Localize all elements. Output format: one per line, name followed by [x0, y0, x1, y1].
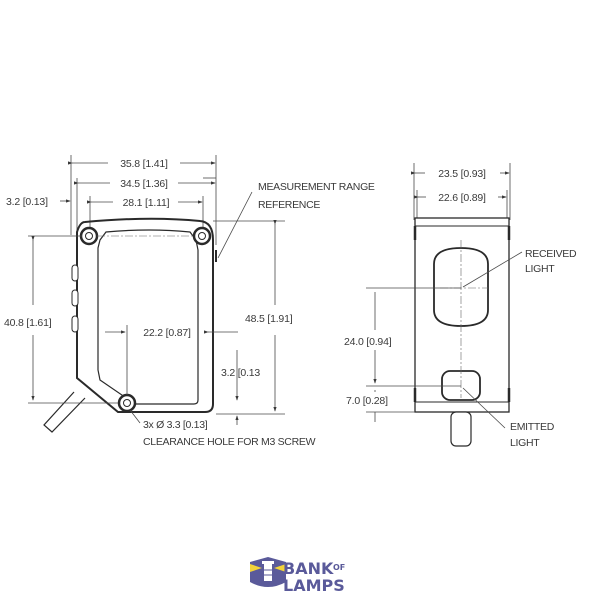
- dim-emitter-height: 7.0 [0.28]: [346, 395, 388, 407]
- bank-of-lamps-logo: BANK OF LAMPS: [250, 557, 345, 595]
- lighthouse-icon: [250, 557, 286, 587]
- mounting-hole-top-left: [79, 226, 99, 246]
- label-hole-diameter: 3x Ø 3.3 [0.13]: [143, 419, 208, 431]
- label-measurement-range: MEASUREMENT RANGE: [258, 181, 375, 193]
- dim-side-overall-width: 23.5 [0.93]: [438, 168, 486, 180]
- left-view: 35.8 [1.41] 34.5 [1.36] 28.1 [1.11] 3.2 …: [4, 155, 375, 448]
- dim-optics-spacing: 24.0 [0.94]: [344, 336, 392, 348]
- label-received: RECEIVED: [525, 248, 577, 260]
- label-emitted-light: LIGHT: [510, 437, 540, 449]
- dim-overall-width: 35.8 [1.41]: [120, 158, 168, 170]
- dim-side-body-width: 22.6 [0.89]: [438, 192, 486, 204]
- dim-hole-spacing-top: 28.1 [1.11]: [123, 197, 170, 209]
- label-emitted: EMITTED: [510, 421, 555, 433]
- logo-lamps: LAMPS: [283, 576, 345, 595]
- dim-overall-height: 48.5 [1.91]: [245, 313, 293, 325]
- dim-hole-height: 40.8 [1.61]: [4, 317, 52, 329]
- mounting-hole-bottom: [117, 393, 137, 413]
- dim-edge-offset: 3.2 [0.13]: [6, 196, 48, 208]
- label-received-light: LIGHT: [525, 263, 555, 275]
- label-clearance-hole: CLEARANCE HOLE FOR M3 SCREW: [143, 436, 316, 448]
- cable: [43, 391, 86, 433]
- mounting-hole-top-right: [192, 226, 212, 246]
- dim-hole-spacing-bottom: 22.2 [0.87]: [143, 327, 191, 339]
- dim-bottom-offset: 3.2 [0.13: [221, 367, 260, 379]
- logo-of: OF: [333, 563, 345, 572]
- dim-mount-width: 34.5 [1.36]: [120, 178, 168, 190]
- label-reference: REFERENCE: [258, 199, 320, 211]
- logo-bank: BANK: [283, 559, 334, 578]
- right-view: 23.5 [0.93] 22.6 [0.89] 24.0 [0.9: [344, 163, 577, 449]
